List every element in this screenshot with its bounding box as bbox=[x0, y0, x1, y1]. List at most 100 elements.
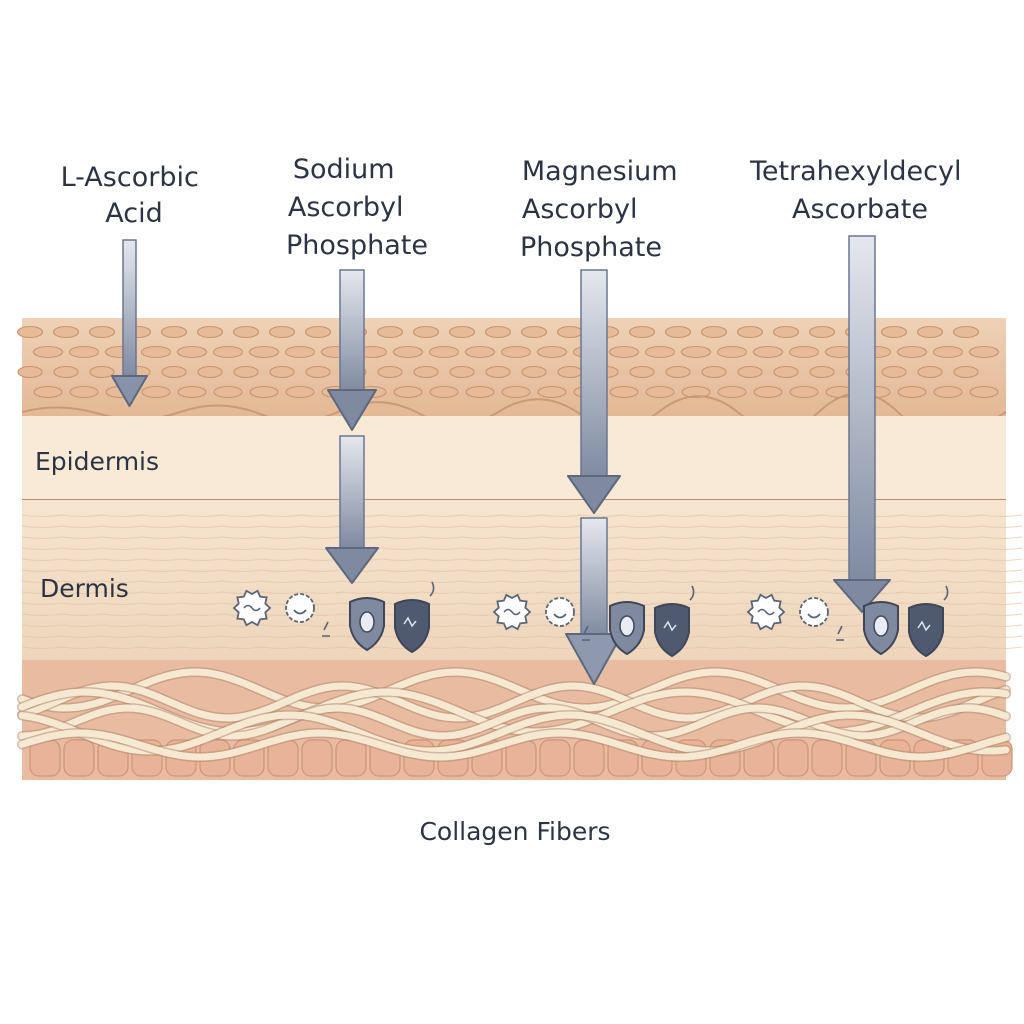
cell bbox=[484, 325, 512, 339]
shield-icon bbox=[908, 603, 944, 658]
cell bbox=[539, 739, 571, 777]
cell bbox=[176, 345, 208, 359]
cell bbox=[680, 345, 712, 359]
cell bbox=[916, 325, 944, 339]
epidermis-label: Epidermis bbox=[35, 447, 159, 476]
cell bbox=[629, 365, 655, 379]
cell bbox=[645, 385, 675, 399]
cell bbox=[160, 325, 188, 339]
shield-icon bbox=[609, 601, 645, 656]
cell bbox=[196, 325, 224, 339]
cell bbox=[177, 385, 207, 399]
antioxidant-icon-group bbox=[746, 585, 949, 658]
cell bbox=[248, 345, 280, 359]
collagen-fiber bbox=[18, 711, 1010, 755]
compound-label-sodium-ascorbyl-phosphate: Sodium Ascorbyl Phosphate bbox=[286, 154, 428, 261]
cell bbox=[556, 325, 584, 339]
collagen-fibers bbox=[17, 666, 1011, 763]
cell bbox=[88, 325, 116, 339]
spark-mark bbox=[943, 585, 949, 601]
cell bbox=[573, 739, 605, 777]
compound-label-line: Magnesium bbox=[522, 156, 678, 187]
cell bbox=[249, 385, 279, 399]
cell bbox=[628, 325, 656, 339]
cell bbox=[232, 325, 260, 339]
cell bbox=[197, 365, 223, 379]
cell bbox=[520, 325, 548, 339]
texture-line bbox=[21, 635, 1023, 638]
cell bbox=[811, 739, 843, 777]
cell bbox=[521, 365, 547, 379]
cell bbox=[376, 325, 404, 339]
cell bbox=[788, 345, 820, 359]
cell bbox=[933, 385, 963, 399]
cell bbox=[68, 345, 100, 359]
cell bbox=[429, 385, 459, 399]
stratum-bottom-edge bbox=[21, 392, 1007, 435]
cell bbox=[89, 365, 115, 379]
cell bbox=[233, 365, 259, 379]
cell bbox=[53, 365, 79, 379]
cell bbox=[700, 325, 728, 339]
cell bbox=[537, 385, 567, 399]
cell bbox=[285, 385, 315, 399]
neutralized-radical-icon bbox=[285, 593, 315, 623]
cell bbox=[752, 345, 784, 359]
cell bbox=[213, 385, 243, 399]
spark-mark bbox=[429, 581, 435, 597]
cell bbox=[880, 325, 908, 339]
cell bbox=[664, 325, 692, 339]
cell bbox=[789, 385, 819, 399]
cell bbox=[701, 365, 727, 379]
cell bbox=[952, 325, 980, 339]
compound-label-line: Ascorbyl bbox=[522, 194, 638, 225]
compound-label-line: Phosphate bbox=[520, 232, 662, 263]
cell bbox=[17, 365, 43, 379]
compound-label-tetrahexyldecyl-ascorbate: Tetrahexyldecyl Ascorbate bbox=[749, 156, 970, 225]
cell bbox=[63, 739, 95, 777]
cell bbox=[412, 325, 440, 339]
arrow-tetrahexyldecyl-ascorbate bbox=[833, 235, 891, 613]
cell bbox=[465, 385, 495, 399]
cell bbox=[500, 345, 532, 359]
compound-label-line: Sodium bbox=[293, 154, 395, 185]
cell bbox=[161, 365, 187, 379]
cell bbox=[809, 365, 835, 379]
texture-line bbox=[21, 646, 1023, 649]
shield-icon bbox=[863, 601, 899, 656]
cell bbox=[32, 345, 64, 359]
cell bbox=[777, 739, 809, 777]
cell bbox=[737, 365, 763, 379]
arrow-magnesium-ascorbyl-phosphate bbox=[565, 269, 623, 685]
cell bbox=[413, 365, 439, 379]
cell bbox=[772, 325, 800, 339]
compound-label-l-ascorbic-acid: L-Ascorbic Acid bbox=[61, 162, 208, 229]
cell bbox=[304, 325, 332, 339]
skin-layers bbox=[16, 318, 1023, 780]
cell bbox=[808, 325, 836, 339]
shield-icon bbox=[654, 603, 690, 658]
compound-label-line: Ascorbyl bbox=[288, 192, 404, 223]
cell bbox=[141, 385, 171, 399]
cell bbox=[212, 345, 244, 359]
shield-icon bbox=[349, 597, 385, 652]
cell bbox=[392, 345, 424, 359]
penetration-arrows bbox=[111, 235, 891, 685]
collagen-fiber bbox=[18, 729, 1010, 761]
cell bbox=[449, 365, 475, 379]
antioxidant-icon-groups bbox=[232, 581, 949, 658]
cell bbox=[969, 385, 999, 399]
cell bbox=[268, 325, 296, 339]
cell bbox=[968, 345, 1000, 359]
cell bbox=[377, 365, 403, 379]
free-radical-icon bbox=[232, 589, 272, 627]
cell bbox=[33, 385, 63, 399]
neutralized-radical-icon bbox=[545, 597, 575, 627]
cell bbox=[644, 345, 676, 359]
collagen-fibers-label: Collagen Fibers bbox=[419, 817, 610, 846]
free-radical-icon bbox=[746, 593, 786, 631]
spark-mark bbox=[836, 625, 844, 641]
dermis-label: Dermis bbox=[40, 574, 129, 603]
texture-line bbox=[21, 624, 1023, 627]
